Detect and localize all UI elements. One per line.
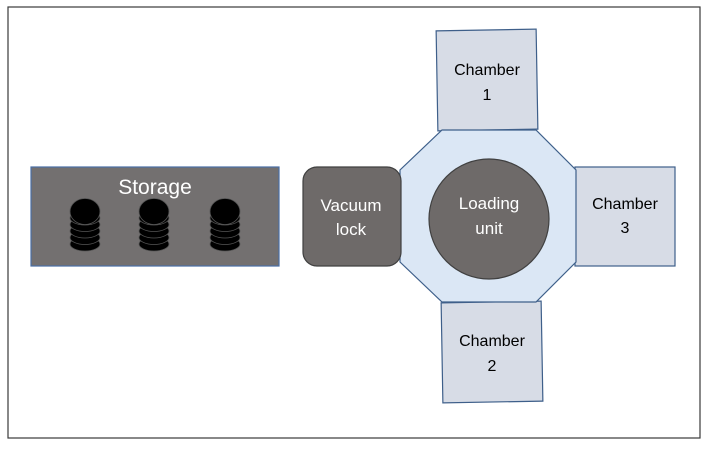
chamber-2-box <box>440 300 544 404</box>
wafer-stack-icon <box>138 198 170 252</box>
wafer-disc <box>138 198 170 225</box>
loading-unit-circle <box>428 158 550 280</box>
loading-unit: Loading unit <box>428 158 550 280</box>
storage-label: Storage <box>118 176 192 199</box>
chamber-2-label-line1: Chamber <box>459 333 525 350</box>
vacuum-lock: Vacuum lock <box>302 166 402 267</box>
chamber-3-label-line2: 3 <box>621 220 630 237</box>
chamber-1-label-line2: 1 <box>483 87 492 104</box>
chamber-1-label-line1: Chamber <box>454 62 520 79</box>
chamber-3-box <box>574 166 676 267</box>
storage-box: Storage <box>30 166 280 267</box>
chamber-3-label-line1: Chamber <box>592 196 658 213</box>
wafer-disc <box>209 198 241 225</box>
vacuum-lock-box <box>302 166 402 267</box>
wafer-stack-icon <box>69 198 101 252</box>
loading-unit-label-line1: Loading <box>459 194 520 213</box>
wafer-stack-icon <box>209 198 241 252</box>
chamber-2: Chamber 2 <box>440 300 544 404</box>
wafer-disc <box>69 198 101 225</box>
chamber-2-label-line2: 2 <box>488 358 497 375</box>
chamber-1-box <box>435 28 539 132</box>
chamber-1: Chamber 1 <box>435 28 539 132</box>
chamber-3: Chamber 3 <box>574 166 676 267</box>
vacuum-lock-label-line2: lock <box>336 220 367 239</box>
loading-unit-label-line2: unit <box>475 219 503 238</box>
vacuum-lock-label-line1: Vacuum <box>320 196 381 215</box>
wafer-stacks <box>69 198 241 252</box>
